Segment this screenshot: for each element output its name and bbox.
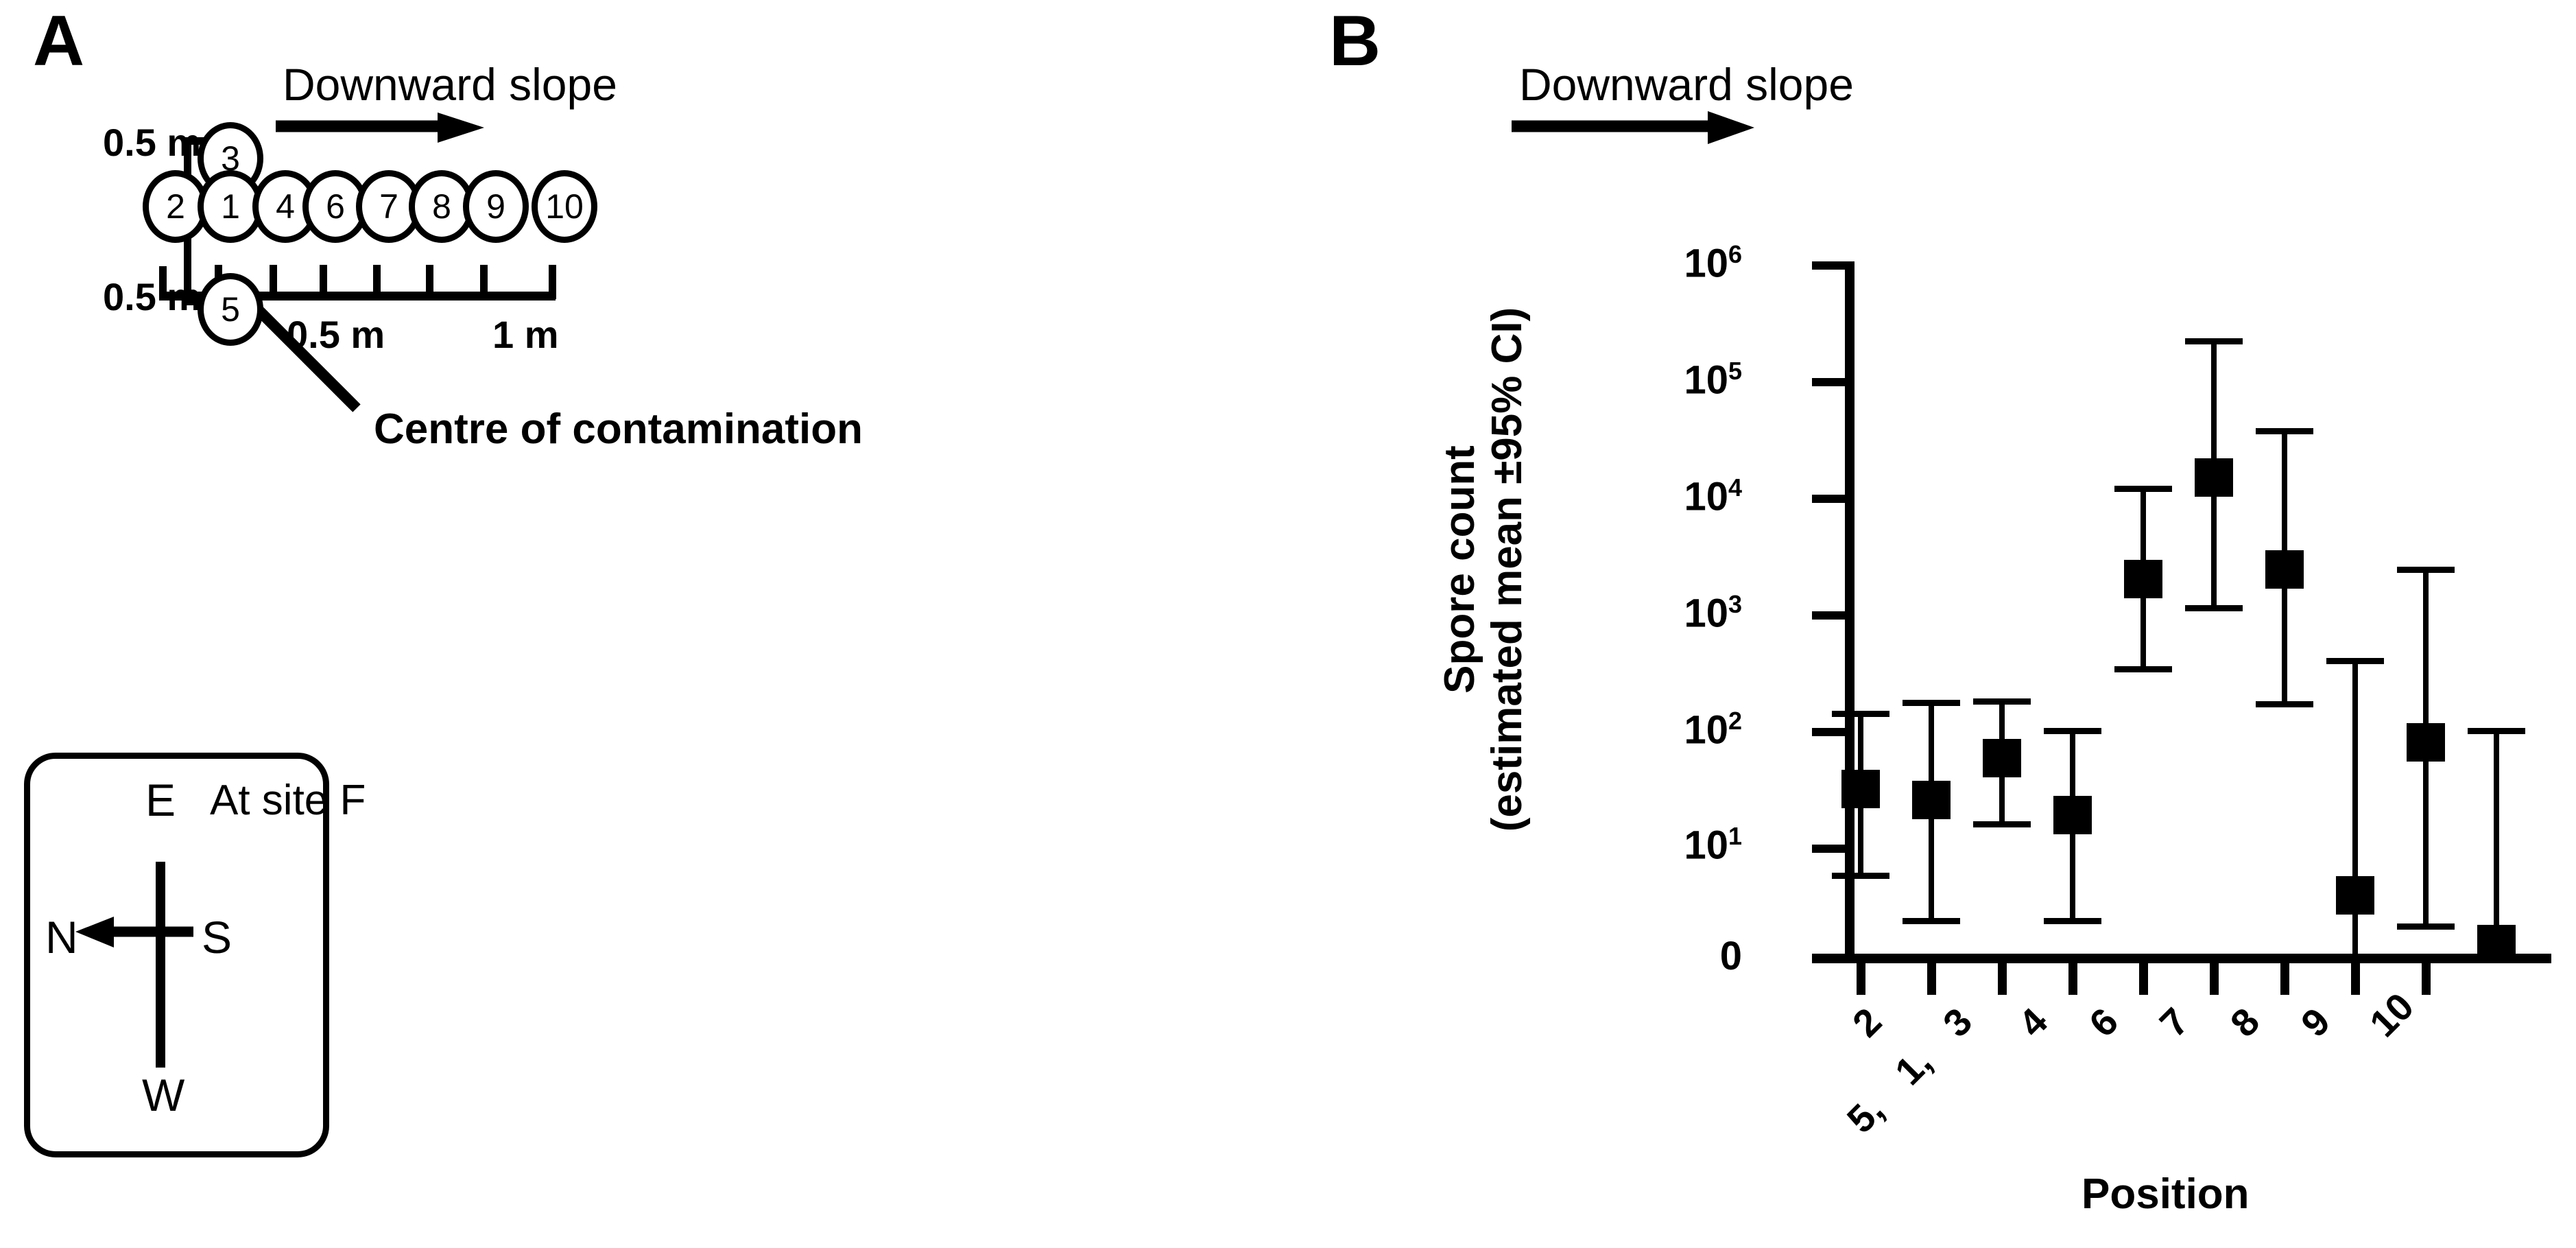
panel-b-letter: B xyxy=(1329,1,1381,81)
scale-label-one-metre: 1 m xyxy=(492,313,559,356)
panel-b: B Downward slope Spore count (estimated … xyxy=(1329,0,2576,1248)
bracket-lower-vertical xyxy=(184,209,191,305)
y-tick-label-1e4: 104 xyxy=(1684,473,1742,519)
y-tick-mark-1e5 xyxy=(1812,378,1848,386)
error-bar-cap-bottom-9 xyxy=(2397,923,2455,930)
y-tick-label-0: 0 xyxy=(1719,934,1742,978)
compass-south-label: S xyxy=(202,912,232,963)
x-tick-mark-7 xyxy=(2280,963,2289,995)
error-bar-cap-bottom-1 xyxy=(1973,821,2031,828)
node-5-label: 5 xyxy=(221,290,240,329)
compass-vertical-bar xyxy=(156,862,165,1068)
panel-a: A Downward slope 0.5 m 0.5 m 0.5 m 1 m 3… xyxy=(24,1,863,1157)
node-2-label: 2 xyxy=(166,187,185,226)
panel-b-slope-label: Downward slope xyxy=(1519,59,1854,110)
error-bar-cap-bottom-3 xyxy=(2044,917,2101,924)
compass-east-label: E xyxy=(145,775,176,825)
error-bar-cap-top-4 xyxy=(2114,485,2172,492)
node-8-label: 8 xyxy=(432,187,451,226)
y-tick-mark-0 xyxy=(1812,954,1848,963)
x-tick-mark-3 xyxy=(1998,963,2007,995)
data-point-6[interactable] xyxy=(2195,458,2233,497)
node-9-label: 9 xyxy=(486,187,505,226)
y-tick-mark-1e6 xyxy=(1812,261,1848,270)
node-10[interactable]: 10 xyxy=(532,170,597,243)
panel-a-slope-arrow-icon xyxy=(276,113,484,143)
error-bar-cap-bottom-2 xyxy=(1832,872,1889,879)
error-bar-cap-bottom-5 xyxy=(1903,917,1960,924)
compass-north-arrow-icon xyxy=(75,917,193,947)
ruler-left-end-cap xyxy=(159,266,167,298)
data-point-7[interactable] xyxy=(2265,550,2304,589)
x-tick-mark-4 xyxy=(2068,963,2077,995)
x-axis-line xyxy=(1845,954,2551,963)
error-bar-10 xyxy=(2494,728,2499,958)
node-7-label: 7 xyxy=(379,187,398,226)
data-point-3[interactable] xyxy=(2053,795,2092,834)
error-bar-cap-top-3 xyxy=(2044,728,2101,734)
compass-west-label: W xyxy=(142,1070,185,1120)
ruler-tick-2 xyxy=(270,265,277,294)
data-point-2[interactable] xyxy=(1841,769,1880,808)
error-bar-cap-top-5 xyxy=(1903,699,1960,706)
ruler-right-end-cap xyxy=(549,265,556,299)
error-bar-cap-top-9 xyxy=(2397,567,2455,574)
error-bar-8 xyxy=(2352,657,2358,958)
y-tick-label-1e1: 101 xyxy=(1684,822,1742,868)
error-bar-cap-top-7 xyxy=(2256,428,2313,435)
y-tick-label-1e6: 106 xyxy=(1684,240,1742,286)
ruler-tick-3 xyxy=(320,265,327,294)
node-5[interactable]: 5 xyxy=(198,273,263,346)
panel-a-letter: A xyxy=(33,1,85,81)
node-1-label: 1 xyxy=(221,187,240,226)
x-tick-mark-9 xyxy=(2422,963,2431,995)
compass-box: E At site F N S W xyxy=(24,753,366,1157)
ruler-tick-6 xyxy=(480,265,488,294)
data-point-9[interactable] xyxy=(2407,723,2445,762)
y-tick-label-1e3: 103 xyxy=(1684,590,1742,636)
compass-north-label: N xyxy=(45,912,78,963)
ruler-tick-5 xyxy=(426,265,433,294)
error-bar-cap-bottom-7 xyxy=(2256,701,2313,708)
data-point-4[interactable] xyxy=(2124,559,2162,598)
data-point-10[interactable] xyxy=(2477,925,2516,964)
site-label: At site F xyxy=(210,777,366,824)
data-point-8[interactable] xyxy=(2336,876,2374,915)
node-6-label: 6 xyxy=(326,187,345,226)
panel-a-slope-label: Downward slope xyxy=(283,59,617,110)
node-9[interactable]: 9 xyxy=(463,170,529,243)
y-tick-label-1e2: 102 xyxy=(1684,707,1742,753)
x-axis-title: Position xyxy=(2082,1170,2250,1218)
data-series-layer xyxy=(1406,0,2576,1248)
centre-of-contamination-label: Centre of contamination xyxy=(374,405,863,453)
error-bar-cap-top-1 xyxy=(1973,698,2031,705)
x-tick-mark-6 xyxy=(2210,963,2219,995)
y-tick-mark-1e3 xyxy=(1812,611,1848,620)
error-bar-cap-top-10 xyxy=(2468,728,2525,734)
error-bar-cap-top-2 xyxy=(1832,711,1889,718)
y-tick-mark-1e2 xyxy=(1812,728,1848,736)
x-tick-mark-8 xyxy=(2351,963,2360,995)
y-tick-mark-1e1 xyxy=(1812,845,1848,853)
data-point-5[interactable] xyxy=(1912,781,1951,820)
ruler-tick-4 xyxy=(373,265,381,294)
x-tick-mark-1 xyxy=(1857,963,1865,995)
x-tick-mark-5 xyxy=(2139,963,2148,995)
error-bar-cap-top-8 xyxy=(2326,657,2384,664)
error-bar-cap-top-6 xyxy=(2185,338,2243,344)
y-tick-label-1e5: 105 xyxy=(1684,357,1742,403)
panel-b-slope-arrow-icon xyxy=(1512,111,1754,144)
error-bar-cap-bottom-6 xyxy=(2185,605,2243,611)
data-point-1[interactable] xyxy=(1983,739,2021,778)
node-10-label: 10 xyxy=(545,187,584,226)
error-bar-cap-bottom-4 xyxy=(2114,666,2172,672)
dim-label-top: 0.5 m xyxy=(103,121,202,164)
y-tick-mark-1e4 xyxy=(1812,495,1848,503)
node-4-label: 4 xyxy=(276,187,295,226)
x-tick-mark-2 xyxy=(1927,963,1936,995)
